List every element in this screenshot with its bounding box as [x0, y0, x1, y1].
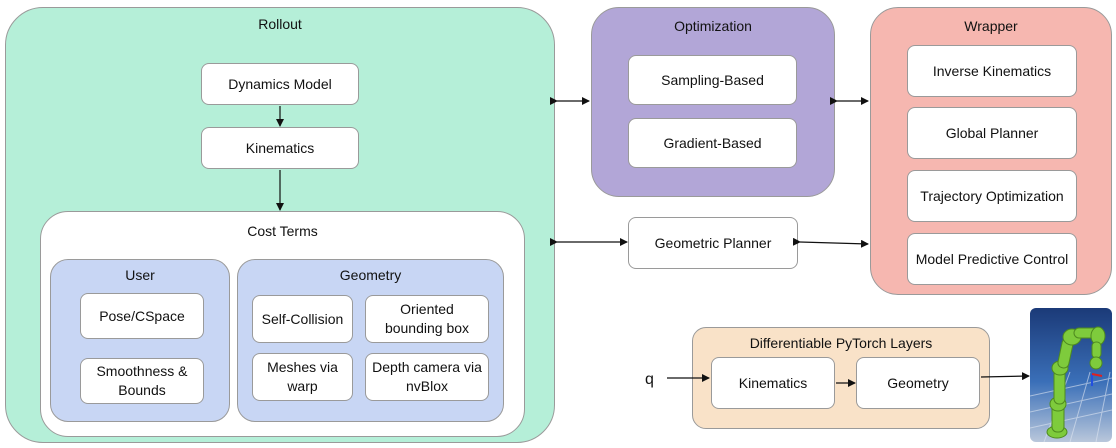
wrapper-title: Wrapper	[964, 18, 1018, 34]
pytorch-layers-title: Differentiable PyTorch Layers	[749, 335, 933, 351]
optimization-title: Optimization	[674, 18, 752, 34]
pytorch-kinematics-box: Kinematics	[711, 357, 835, 409]
meshes-via-warp-box: Meshes via warp	[252, 353, 353, 401]
inverse-kinematics-box: Inverse Kinematics	[907, 45, 1077, 97]
geometric-planner-box: Geometric Planner	[628, 217, 798, 269]
dynamics-model-box: Dynamics Model	[201, 63, 359, 105]
robot-arm-render-icon	[1030, 308, 1112, 442]
sampling-based-box: Sampling-Based	[628, 55, 797, 105]
trajectory-optimization-box: Trajectory Optimization	[907, 170, 1077, 222]
cost-terms-title: Cost Terms	[247, 223, 318, 239]
pose-cspace-box: Pose/CSpace	[80, 293, 204, 339]
user-title: User	[125, 267, 155, 283]
geometry-title: Geometry	[339, 267, 402, 283]
depth-camera-nvblox-box: Depth camera via nvBlox	[365, 353, 489, 401]
global-planner-box: Global Planner	[907, 107, 1077, 159]
arrow-geometric-planner-wrapper	[792, 237, 869, 248]
pytorch-geometry-box: Geometry	[856, 357, 980, 409]
arrow-geometry-to-robot	[980, 372, 1030, 381]
rollout-title: Rollout	[258, 16, 302, 32]
gradient-based-box: Gradient-Based	[628, 118, 797, 168]
rollout-kinematics-box: Kinematics	[201, 127, 359, 169]
model-predictive-control-box: Model Predictive Control	[907, 233, 1077, 285]
q-input-label: q	[645, 371, 654, 388]
smoothness-bounds-box: Smoothness & Bounds	[80, 358, 204, 404]
self-collision-box: Self-Collision	[252, 295, 353, 343]
oriented-bounding-box-box: Oriented bounding box	[365, 295, 489, 343]
